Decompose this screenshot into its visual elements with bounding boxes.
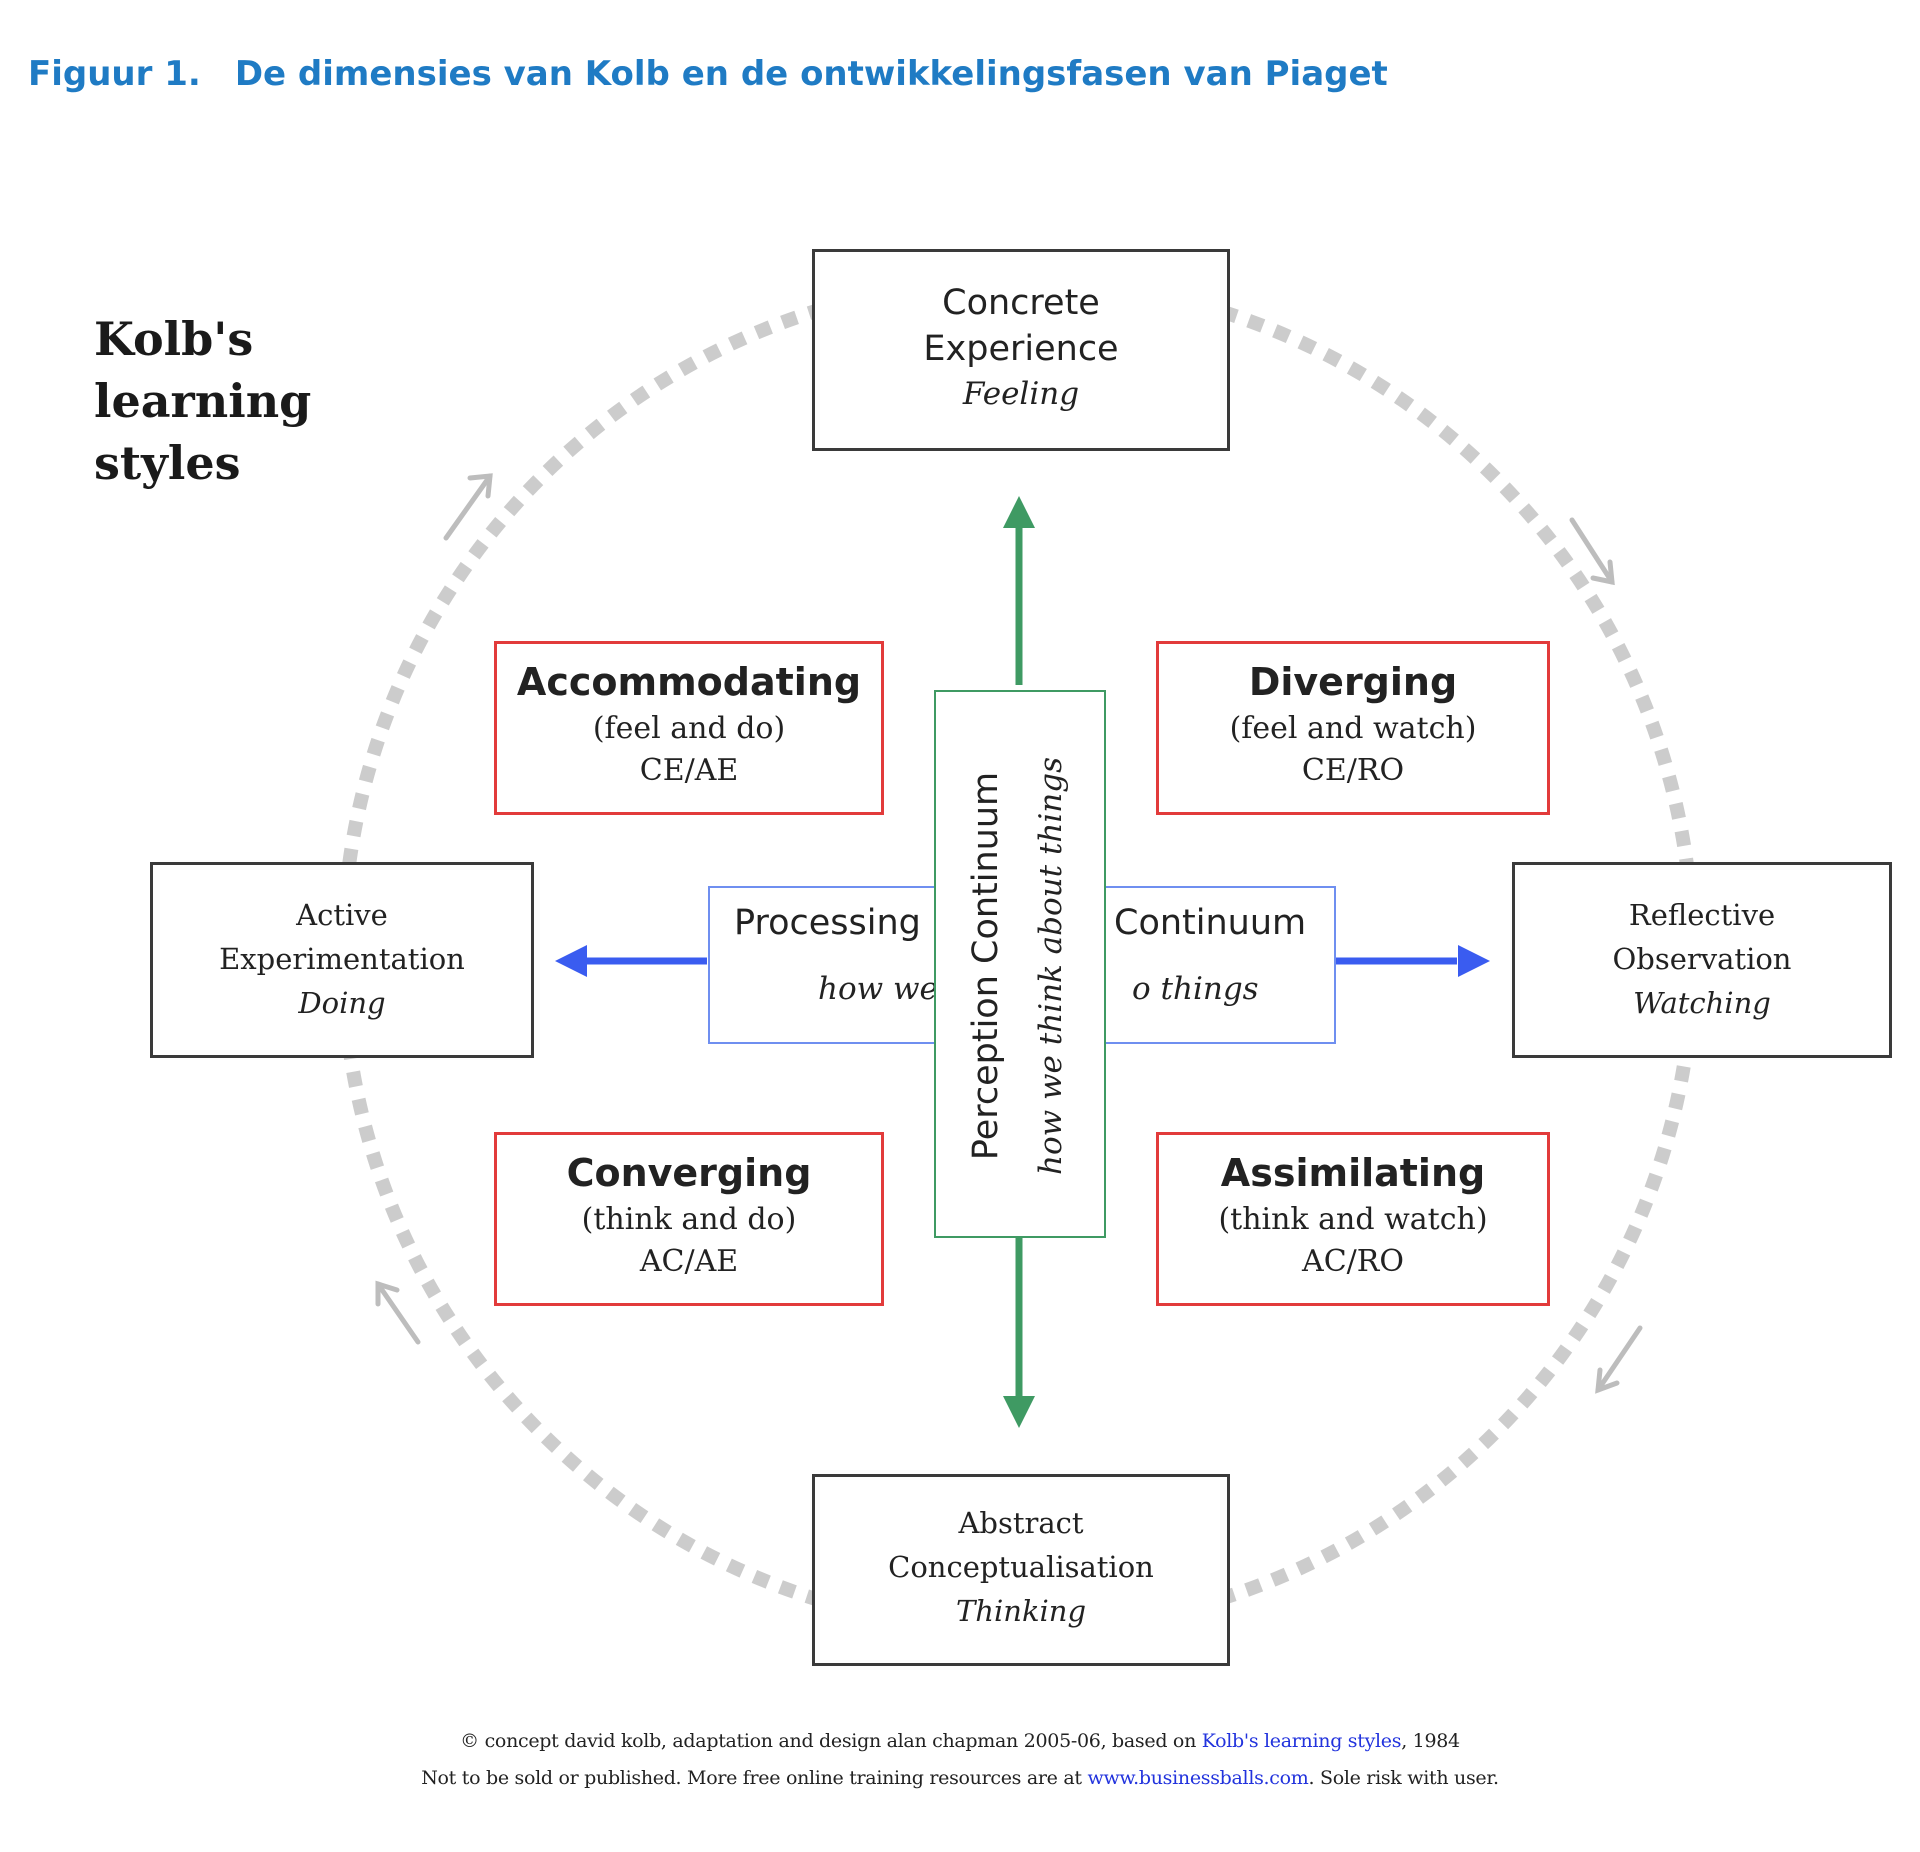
cycle-arrow-top-left — [443, 473, 493, 541]
credits-line-2-text: Not to be sold or published. More free o… — [421, 1767, 1088, 1789]
reflective-observation-line-1: Reflective — [1628, 898, 1776, 932]
figure-number: Figuur 1. — [28, 54, 201, 94]
cycle-arrow-bottom-left — [375, 1280, 421, 1345]
accommodating-code: CE/AE — [639, 753, 739, 788]
figure-caption: De dimensies van Kolb en de ontwikkeling… — [234, 54, 1388, 94]
cycle-arrow-bottom-right — [1595, 1325, 1643, 1394]
converging-name: Converging — [566, 1151, 812, 1195]
credits-line-2-end: . Sole risk with user. — [1308, 1767, 1500, 1789]
assimilating-box: Assimilating (think and watch) AC/RO — [1156, 1132, 1550, 1306]
converging-box: Converging (think and do) AC/AE — [494, 1132, 884, 1306]
processing-sub-right: o things — [1132, 971, 1259, 1007]
active-experimentation-line-2: Experimentation — [219, 942, 465, 976]
perception-axis-arrow — [1003, 496, 1035, 1428]
abstract-conceptualisation-line-2: Conceptualisation — [888, 1550, 1154, 1584]
perception-continuum-box: Perception Continuum how we think about … — [934, 690, 1106, 1238]
kolb-heading: Kolb's learning styles — [94, 308, 311, 494]
reflective-observation-sub: Watching — [1633, 986, 1771, 1020]
businessballs-link[interactable]: www.businessballs.com — [1087, 1767, 1309, 1789]
credits-line-2: Not to be sold or published. More free o… — [0, 1767, 1920, 1789]
accommodating-box: Accommodating (feel and do) CE/AE — [494, 641, 884, 815]
concrete-experience-line-2: Experience — [923, 329, 1119, 369]
heading-line-3: styles — [94, 436, 241, 490]
cycle-arrow-top-right — [1569, 517, 1615, 586]
heading-line-2: learning — [94, 374, 312, 428]
converging-code: AC/AE — [639, 1244, 739, 1279]
diverging-desc: (feel and watch) — [1229, 711, 1477, 746]
concrete-experience-line-1: Concrete — [942, 283, 1100, 323]
processing-sub-left: how we — [818, 971, 938, 1007]
continuum-label: Continuum — [1114, 903, 1307, 943]
diverging-code: CE/RO — [1301, 753, 1405, 788]
credits-line-1-text: © concept david kolb, adaptation and des… — [460, 1730, 1202, 1752]
active-experimentation-sub: Doing — [298, 986, 386, 1020]
abstract-conceptualisation-sub: Thinking — [955, 1594, 1087, 1628]
abstract-conceptualisation-box: Abstract Conceptualisation Thinking — [812, 1474, 1230, 1666]
active-experimentation-box: Active Experimentation Doing — [150, 862, 534, 1058]
perception-sub: how we think about things — [1033, 756, 1069, 1176]
accommodating-desc: (feel and do) — [592, 711, 786, 746]
credits-line-1-year: , 1984 — [1401, 1730, 1460, 1752]
reflective-observation-line-2: Observation — [1612, 942, 1792, 976]
figure-title: Figuur 1. De dimensies van Kolb en de ont… — [28, 54, 1388, 94]
diverging-box: Diverging (feel and watch) CE/RO — [1156, 641, 1550, 815]
processing-label: Processing — [734, 903, 921, 943]
active-experimentation-line-1: Active — [296, 898, 388, 932]
assimilating-code: AC/RO — [1302, 1244, 1404, 1279]
processing-axis-arrow — [555, 945, 1490, 977]
converging-desc: (think and do) — [581, 1202, 797, 1237]
diverging-name: Diverging — [1248, 660, 1458, 704]
abstract-conceptualisation-line-1: Abstract — [958, 1506, 1084, 1540]
perception-title: Perception Continuum — [966, 771, 1006, 1161]
assimilating-desc: (think and watch) — [1218, 1202, 1488, 1237]
concrete-experience-sub: Feeling — [962, 376, 1080, 412]
concrete-experience-box: Concrete Experience Feeling — [812, 249, 1230, 451]
heading-line-1: Kolb's — [94, 312, 254, 366]
assimilating-name: Assimilating — [1220, 1151, 1486, 1195]
reflective-observation-box: Reflective Observation Watching — [1512, 862, 1892, 1058]
kolb-learning-styles-link[interactable]: Kolb's learning styles — [1201, 1730, 1402, 1752]
accommodating-name: Accommodating — [516, 660, 862, 704]
credits-line-1: © concept david kolb, adaptation and des… — [0, 1730, 1920, 1752]
